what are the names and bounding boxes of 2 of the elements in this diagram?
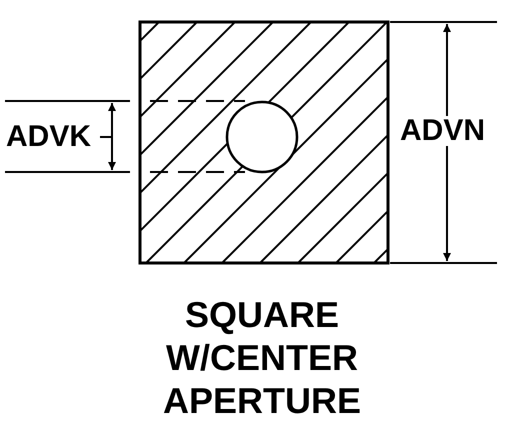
caption: SQUARE W/CENTER APERTURE (162, 293, 362, 422)
dimension-label: ADVN (400, 116, 486, 146)
